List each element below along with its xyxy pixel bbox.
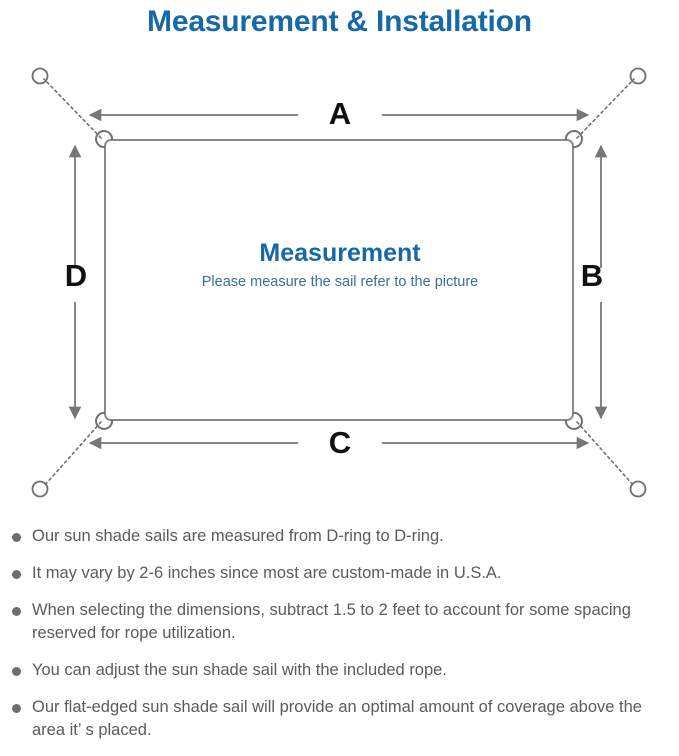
anchor-point-bottom-right — [629, 480, 647, 498]
note-text: Our sun shade sails are measured from D-… — [32, 527, 444, 545]
d-ring-top-right — [564, 130, 583, 149]
rope-line-top-left — [43, 78, 102, 139]
rope-line-bottom-left — [43, 421, 102, 487]
bullet-icon — [12, 704, 21, 713]
anchor-point-top-right — [629, 67, 647, 85]
list-item: When selecting the dimensions, subtract … — [0, 599, 679, 645]
notes-list: Our sun shade sails are measured from D-… — [0, 525, 679, 756]
diagram-canvas — [31, 67, 647, 498]
sail-caption-heading: Measurement — [259, 239, 421, 267]
bullet-icon — [12, 570, 21, 579]
bullet-icon — [12, 667, 21, 676]
page-title: Measurement & Installation — [147, 5, 532, 38]
dimension-label-b: B — [580, 258, 604, 293]
dimension-label-c: C — [328, 425, 352, 460]
list-item: Our flat-edged sun shade sail will provi… — [0, 696, 679, 742]
list-item: It may vary by 2-6 inches since most are… — [0, 562, 679, 585]
dimension-label-d: D — [64, 258, 88, 293]
note-text: You can adjust the sun shade sail with t… — [32, 661, 447, 679]
rope-line-top-right — [576, 78, 635, 139]
note-text: Our flat-edged sun shade sail will provi… — [32, 698, 642, 739]
note-text: It may vary by 2-6 inches since most are… — [32, 564, 502, 582]
sail-caption-subtitle: Please measure the sail refer to the pic… — [201, 274, 479, 290]
bullet-icon — [12, 607, 21, 616]
dimension-label-a: A — [328, 96, 352, 131]
list-item: You can adjust the sun shade sail with t… — [0, 659, 679, 682]
bullet-icon — [12, 533, 21, 542]
sail-body — [104, 139, 574, 421]
d-ring-bottom-right — [564, 411, 583, 430]
d-ring-bottom-left — [95, 411, 114, 430]
anchor-point-bottom-left — [31, 480, 49, 498]
anchor-point-top-left — [31, 67, 49, 85]
list-item: Our sun shade sails are measured from D-… — [0, 525, 679, 548]
rope-line-bottom-right — [576, 421, 635, 487]
note-text: When selecting the dimensions, subtract … — [32, 601, 631, 642]
sail-caption-block: Measurement Please measure the sail refe… — [105, 238, 575, 293]
measurement-diagram: A C D B Measurement Please measure the s… — [0, 52, 679, 512]
d-ring-top-left — [95, 130, 114, 149]
